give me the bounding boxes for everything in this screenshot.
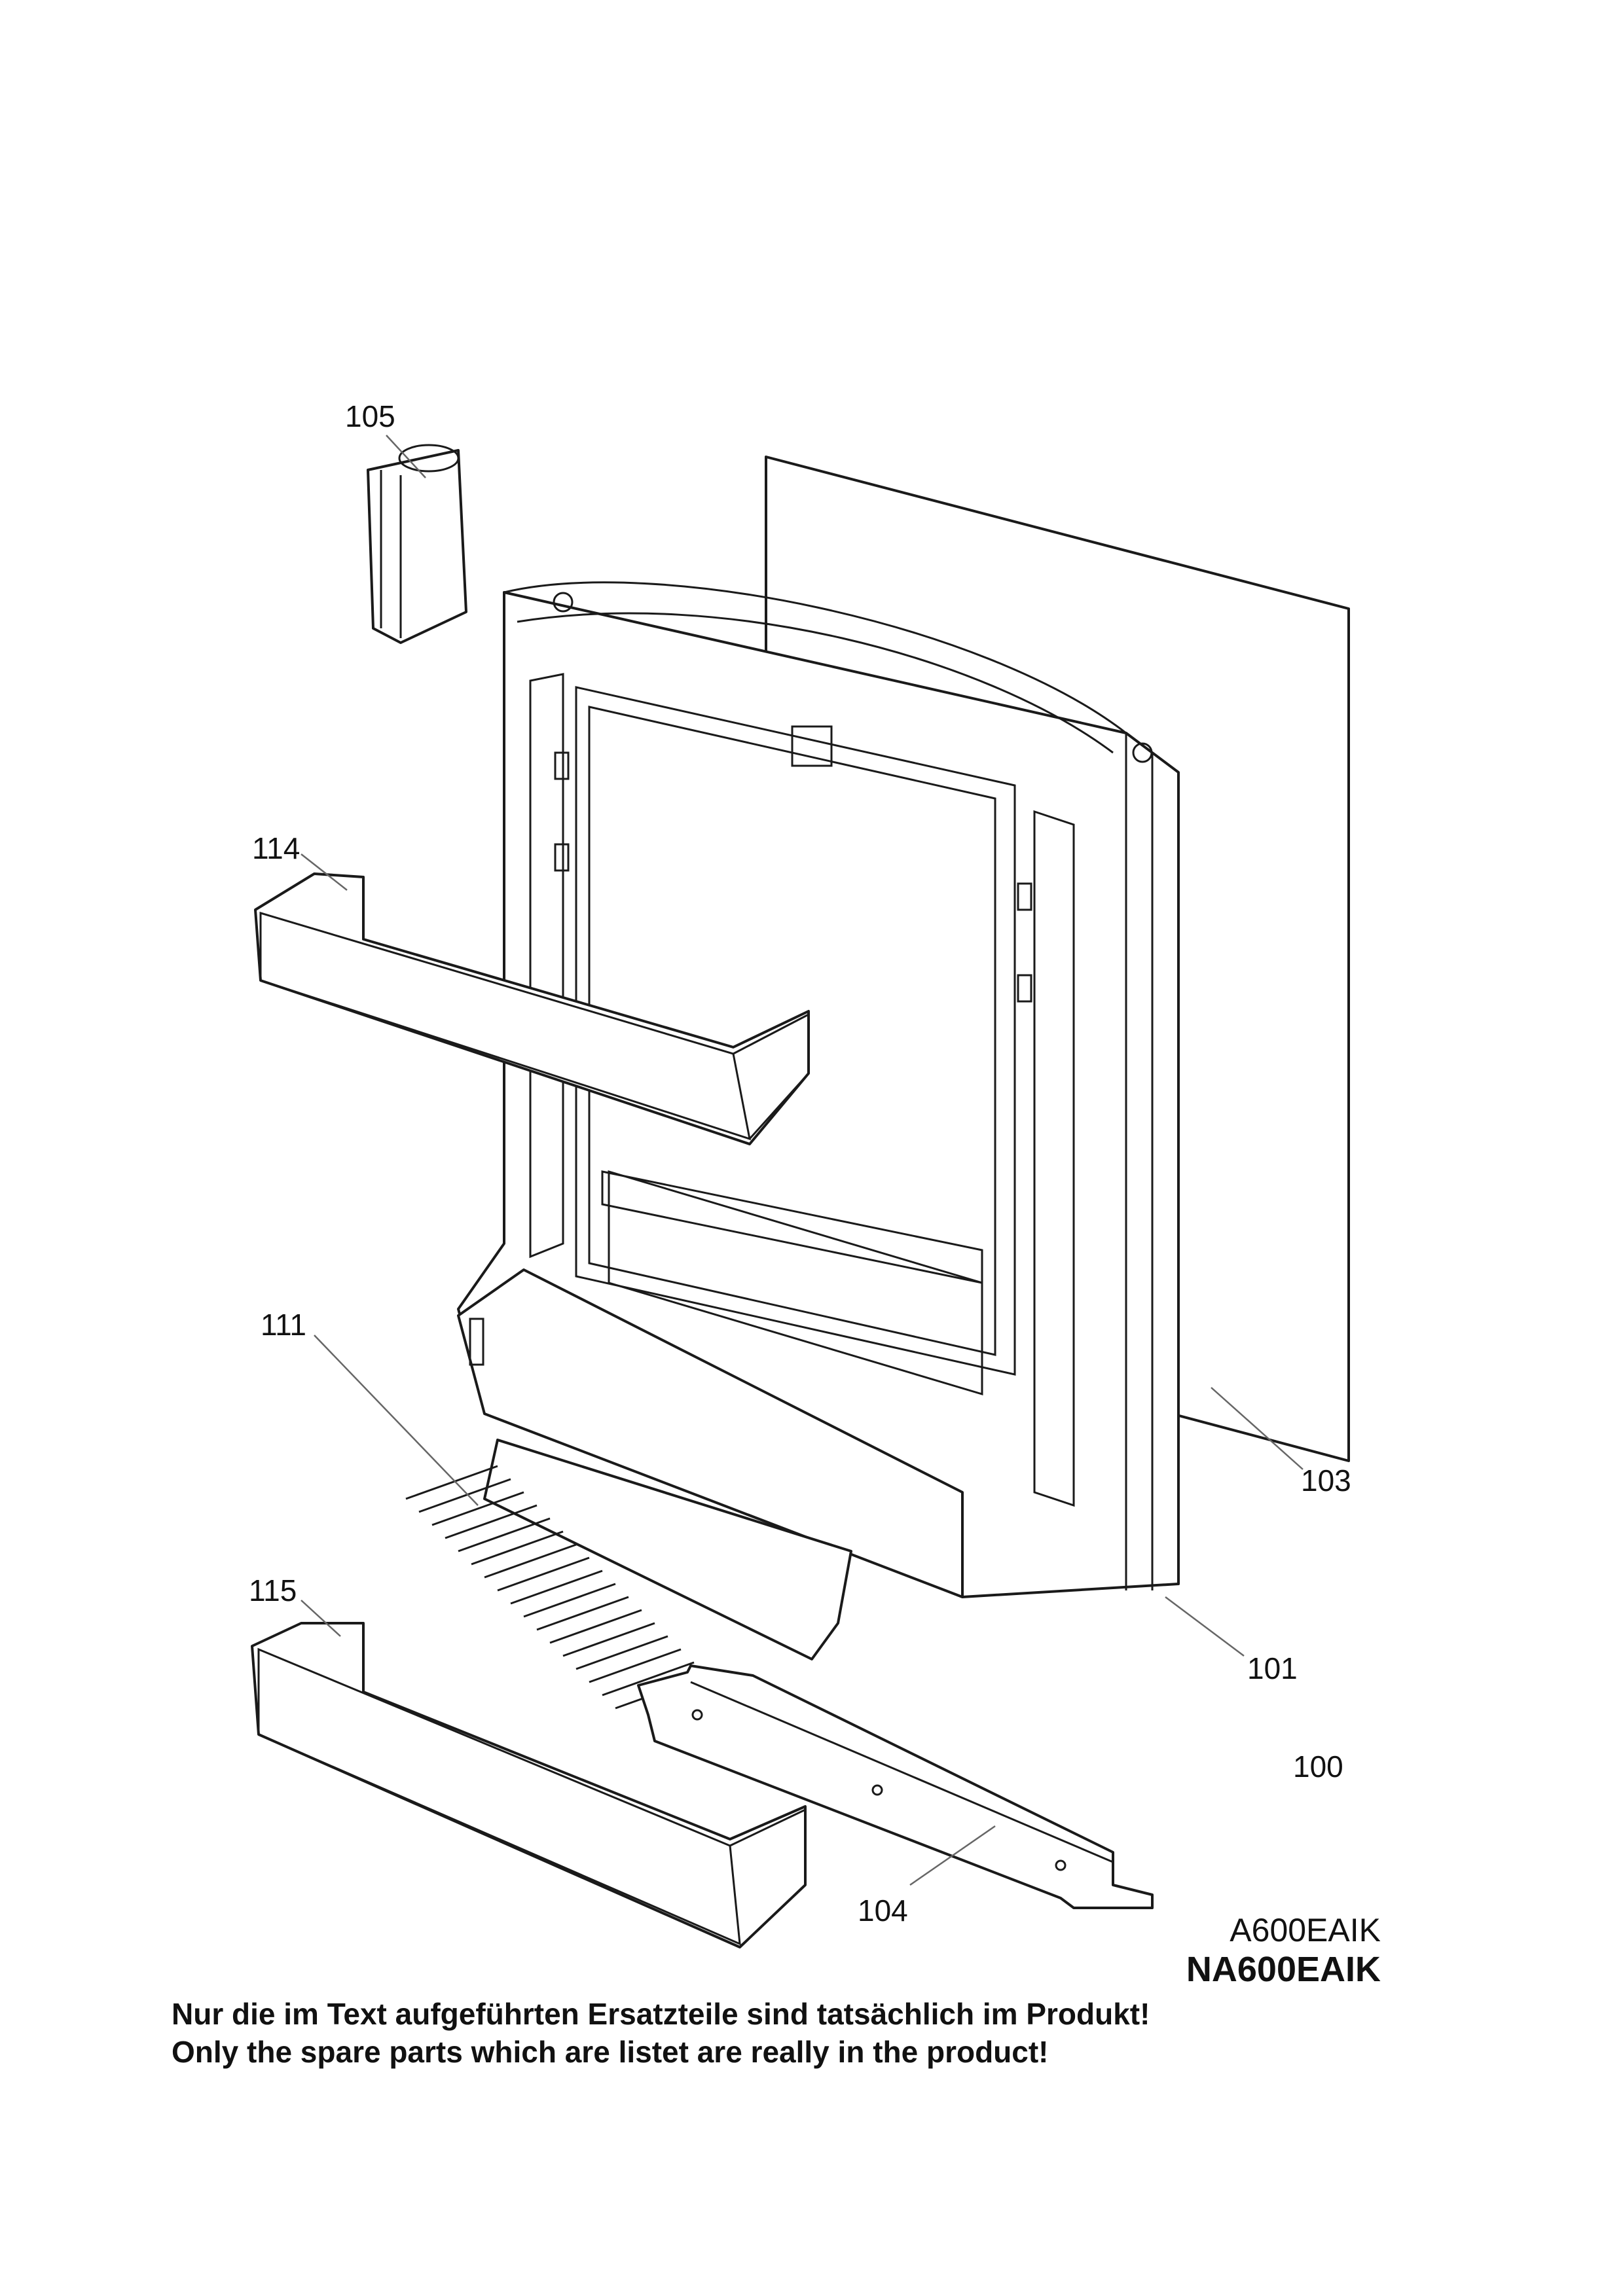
callout-104: 104 — [858, 1893, 908, 1928]
callout-100: 100 — [1293, 1749, 1343, 1784]
part-101-door-frame — [457, 581, 1180, 1598]
callout-111: 111 — [261, 1308, 306, 1342]
part-115-lower-door-shelf — [251, 1622, 807, 1948]
callout-114: 114 — [252, 831, 300, 865]
note-english: Only the spare parts which are listet ar… — [172, 2035, 1049, 2069]
leader-lines — [301, 435, 1304, 1886]
part-111-grille — [405, 1439, 852, 1710]
callout-103: 103 — [1301, 1463, 1351, 1498]
model-code: A600EAIK — [1230, 1912, 1381, 1948]
model-code-bold: NA600EAIK — [1186, 1950, 1381, 1989]
note-german: Nur die im Text aufgeführten Ersatzteile… — [172, 1997, 1150, 2031]
part-104-trim-strip — [637, 1664, 1154, 1909]
callout-115: 115 — [249, 1573, 297, 1607]
callout-105: 105 — [345, 399, 395, 433]
callout-101: 101 — [1247, 1651, 1298, 1685]
part-114-upper-door-shelf — [254, 872, 810, 1145]
part-105-hinge-cover — [367, 444, 467, 644]
